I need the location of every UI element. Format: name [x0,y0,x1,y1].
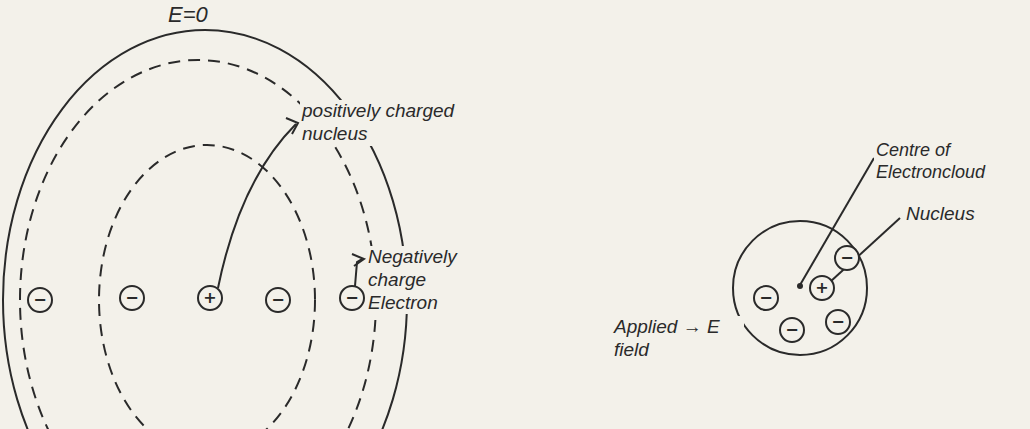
electron-charge: − [834,245,860,271]
electron-charge: − [265,287,291,313]
charge-sign: + [815,280,828,296]
nucleus-charge: + [197,285,223,311]
charge-sign: − [33,292,46,308]
charge-sign: − [831,314,844,330]
electron-charge: − [753,285,779,311]
annotation-label: Negatively charge Electron [366,246,482,314]
leader-line [800,158,874,285]
nucleus-charge: + [809,275,835,301]
annotation-label: Centre of Electroncloud [874,140,1026,183]
electron-charge: − [119,285,145,311]
charge-sign: − [125,290,138,306]
charge-sign: − [759,290,772,306]
arrowhead [352,254,364,266]
charge-sign: − [271,292,284,308]
annotation-label: Nucleus [904,203,977,226]
electron-charge: − [27,287,53,313]
annotation-label: positively charged nucleus [300,100,464,146]
cloud-centre-dot [797,283,803,289]
charge-sign: − [345,290,358,306]
electron-charge: − [825,309,851,335]
leader-line [830,218,900,282]
field-condition: E=0 [166,2,210,28]
annotation-label: Applied → E field [612,316,744,362]
electron-charge: − [779,317,805,343]
charge-sign: − [840,250,853,266]
leader-line [218,124,296,288]
charge-sign: − [785,322,798,338]
charge-sign: + [203,290,216,306]
arrowhead [286,118,298,134]
polarized-atom [733,221,867,355]
inner-orbit [99,145,315,429]
electron-charge: − [339,285,365,311]
outer-atom-boundary [3,30,407,429]
